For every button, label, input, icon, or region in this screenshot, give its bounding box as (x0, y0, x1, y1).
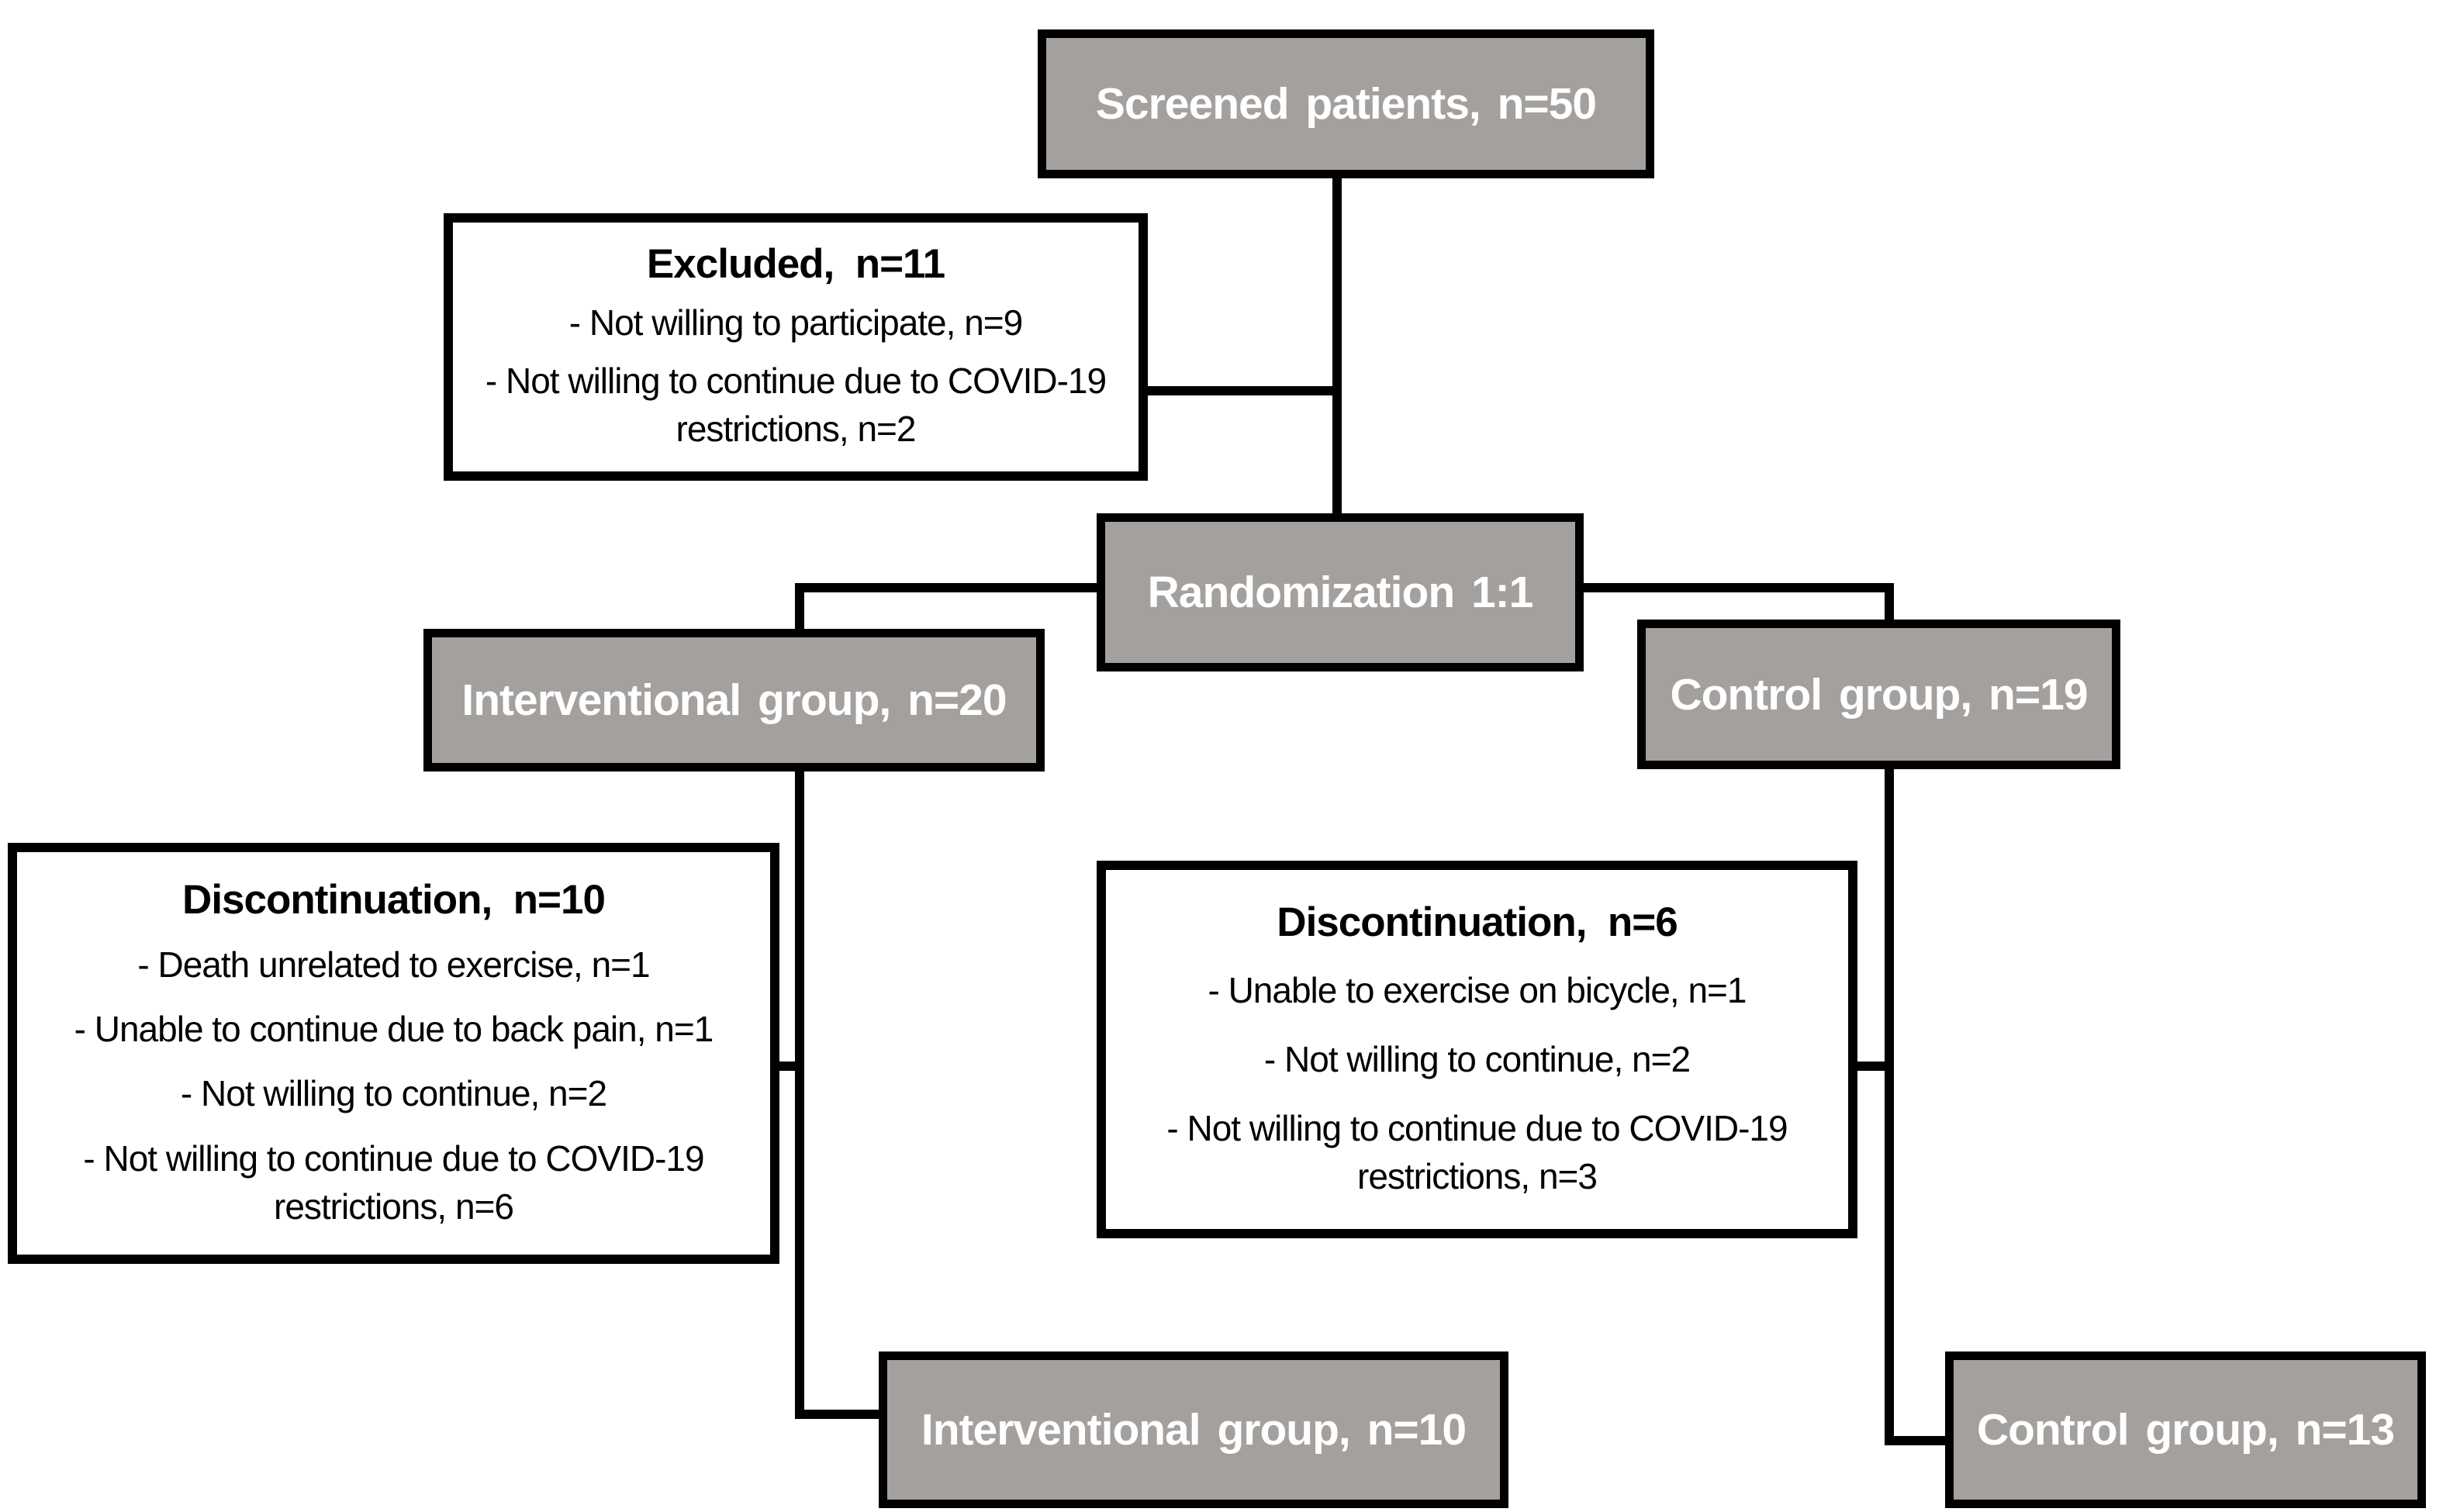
discontinuation-interventional-title: Discontinuation, n=10 (182, 877, 606, 923)
connector-randomization-left-branch (795, 583, 1101, 592)
discontinuation-control-item: - Not willing to continue, n=2 (1263, 1039, 1691, 1080)
connector-randomization-right-branch (1582, 583, 1894, 592)
connector-down-to-control (1885, 583, 1894, 624)
node-screened-patients: Screened patients, n=50 (1038, 29, 1654, 178)
connector-to-excluded (1146, 386, 1339, 395)
discontinuation-control-title: Discontinuation, n=6 (1277, 899, 1678, 945)
control-group-label: Control group, n=19 (1670, 669, 2088, 720)
randomization-label: Randomization 1:1 (1147, 568, 1534, 617)
connector-stub-discontinuation-control (1852, 1062, 1888, 1071)
connector-interventional-down (795, 768, 804, 1419)
connector-control-down (1885, 768, 1894, 1445)
node-discontinuation-control: Discontinuation, n=6 - Unable to exercis… (1097, 861, 1857, 1238)
node-interventional-group: Interventional group, n=20 (423, 629, 1045, 772)
node-discontinuation-interventional: Discontinuation, n=10 - Death unrelated … (8, 843, 779, 1264)
connector-into-control-final (1885, 1436, 1953, 1445)
discontinuation-control-item: - Not willing to continue due to COVID-1… (1166, 1108, 1788, 1197)
discontinuation-interventional-item: - Unable to continue due to back pain, n… (74, 1008, 714, 1049)
screened-patients-label: Screened patients, n=50 (1095, 79, 1597, 129)
discontinuation-interventional-item: - Not willing to continue due to COVID-1… (83, 1137, 704, 1227)
connector-stub-discontinuation-interventional (776, 1062, 804, 1071)
control-group-final-label: Control group, n=13 (1976, 1405, 2395, 1455)
discontinuation-control-item: - Unable to exercise on bicycle, n=1 (1208, 970, 1747, 1011)
connector-into-interventional-final (795, 1410, 886, 1419)
excluded-item: - Not willing to participate, n=9 (568, 302, 1023, 343)
node-randomization: Randomization 1:1 (1097, 513, 1584, 671)
node-interventional-group-final: Interventional group, n=10 (879, 1351, 1508, 1508)
interventional-group-final-label: Interventional group, n=10 (921, 1405, 1467, 1455)
node-control-group: Control group, n=19 (1637, 620, 2120, 769)
connector-down-to-interventional (795, 583, 804, 633)
node-excluded: Excluded, n=11 - Not willing to particip… (444, 213, 1148, 481)
excluded-item: - Not willing to continue due to COVID-1… (485, 361, 1107, 450)
connector-screened-to-randomization (1332, 177, 1342, 518)
node-control-group-final: Control group, n=13 (1945, 1351, 2426, 1508)
excluded-title: Excluded, n=11 (646, 241, 945, 288)
interventional-group-label: Interventional group, n=20 (461, 675, 1007, 725)
discontinuation-interventional-item: - Not willing to continue, n=2 (180, 1073, 607, 1114)
discontinuation-interventional-item: - Death unrelated to exercise, n=1 (137, 944, 650, 985)
